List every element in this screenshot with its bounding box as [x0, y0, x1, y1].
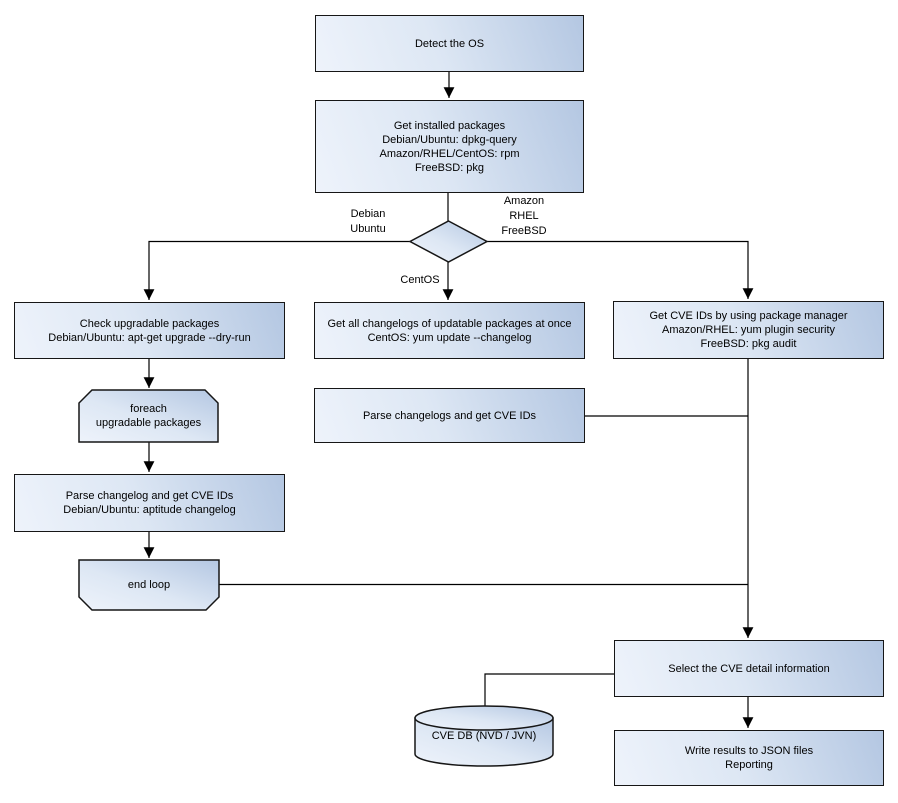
node-check-upgradable: Check upgradable packages Debian/Ubuntu:… — [14, 302, 285, 359]
node-label-line: Debian/Ubuntu: apt-get upgrade --dry-run — [48, 331, 251, 344]
node-label-line: foreach — [130, 403, 167, 415]
node-label-line: Parse changelogs and get CVE IDs — [362, 409, 537, 422]
node-label-line: Debian/Ubuntu: dpkg-query — [382, 133, 517, 146]
loop-start-shape — [78, 389, 219, 443]
node-foreach-loop-start: foreach upgradable packages — [79, 390, 218, 442]
node-label-line: Select the CVE detail information — [668, 662, 830, 675]
edge-label-line: Ubuntu — [350, 223, 386, 235]
edge-label-line: RHEL — [509, 210, 539, 222]
decision-diamond — [408, 220, 489, 263]
node-label-line: Amazon/RHEL/CentOS: rpm — [379, 147, 520, 160]
node-label-line: Detect the OS — [414, 37, 485, 50]
edge-label-line: Amazon — [503, 195, 545, 207]
node-get-installed-packages: Get installed packages Debian/Ubuntu: dp… — [315, 100, 584, 193]
edge-label-line: CentOS — [400, 274, 440, 286]
edge-decision-to-check-upgradable — [143, 240, 410, 300]
node-detect-os: Detect the OS — [315, 15, 584, 72]
edge-label-debian-ubuntu: Debian Ubuntu — [338, 207, 398, 237]
node-label-line: CentOS: yum update --changelog — [367, 331, 532, 344]
node-cve-db: CVE DB (NVD / JVN) — [415, 706, 553, 766]
loop-end-shape — [78, 559, 220, 611]
edge-label-line: FreeBSD — [501, 225, 547, 237]
node-parse-changelogs-centos: Parse changelogs and get CVE IDs — [314, 388, 585, 443]
node-label-line: Check upgradable packages — [79, 317, 220, 330]
edge-decision-to-cve-pkg-manager — [487, 240, 754, 299]
node-label-line: Reporting — [725, 759, 773, 771]
node-label-line: Debian/Ubuntu: aptitude changelog — [63, 504, 236, 516]
edge-label-line: Debian — [350, 208, 386, 220]
node-label-line: CVE DB (NVD / JVN) — [431, 730, 537, 742]
node-get-all-changelogs: Get all changelogs of updatable packages… — [314, 302, 585, 359]
node-get-cve-ids-pkg-manager: Get CVE IDs by using package manager Ama… — [613, 301, 884, 359]
edge-select-to-cvedb — [484, 673, 614, 707]
node-label-line: Get all changelogs of updatable packages… — [327, 317, 572, 330]
node-label-line: Get installed packages — [393, 119, 506, 132]
node-label-line: upgradable packages — [95, 417, 202, 429]
node-label-line: FreeBSD: pkg audit — [700, 338, 797, 350]
node-label-line: Get CVE IDs by using package manager — [649, 310, 848, 322]
node-label-line: Amazon/RHEL: yum plugin security — [661, 324, 835, 336]
edge-label-centos: CentOS — [390, 273, 450, 288]
edge-label-amazon-rhel-freebsd: Amazon RHEL FreeBSD — [494, 194, 554, 239]
node-label-line: Parse changelog and get CVE IDs — [65, 490, 234, 502]
node-end-loop: end loop — [79, 560, 219, 610]
node-write-results: Write results to JSON files Reporting — [614, 730, 884, 786]
database-cylinder-body — [414, 717, 554, 767]
node-label-line: Write results to JSON files — [684, 745, 814, 757]
node-label-line: end loop — [127, 579, 171, 591]
node-label-line: FreeBSD: pkg — [414, 161, 485, 174]
node-parse-changelog-debian: Parse changelog and get CVE IDs Debian/U… — [14, 474, 285, 532]
node-select-cve-detail: Select the CVE detail information — [614, 640, 884, 697]
database-cylinder-top — [414, 705, 554, 731]
